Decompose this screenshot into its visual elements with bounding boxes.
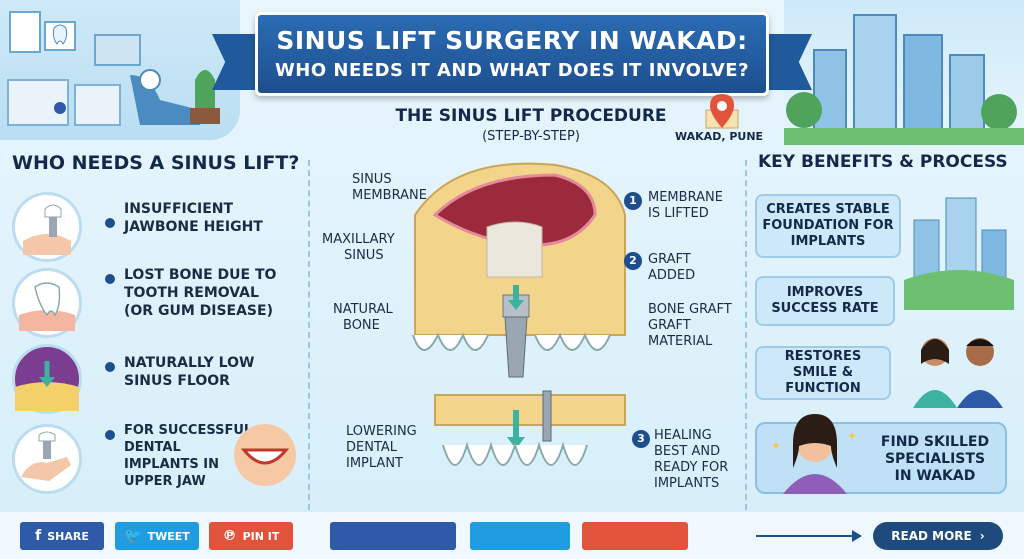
bone-graft-label: BONE GRAFT GRAFT MATERIAL bbox=[648, 302, 732, 349]
need-text: Naturally low sinus floor bbox=[124, 355, 255, 389]
benefit-stable-foundation: Creates stable foundation for implants bbox=[755, 194, 901, 258]
need-text: For successful dental implants in upper … bbox=[124, 423, 253, 489]
step-number-2: 2 bbox=[624, 252, 642, 270]
twitter-bird-icon: 🐦 bbox=[124, 528, 142, 544]
location-label: WAKAD, PUNE bbox=[675, 130, 764, 143]
main-subtitle: WHO NEEDS IT AND WHAT DOES IT INVOLVE? bbox=[274, 60, 750, 81]
find-specialists-card[interactable]: ✦ ✦ Find skilled specialists in Wakad bbox=[755, 414, 1007, 494]
bullet-dot bbox=[105, 218, 115, 228]
low-sinus-floor-icon bbox=[12, 344, 82, 414]
sinus-lift-diagram bbox=[395, 155, 645, 504]
facebook-share-button[interactable]: f SHARE bbox=[20, 522, 104, 550]
procedure-subtitle: (STEP-BY-STEP) bbox=[482, 129, 580, 144]
read-more-button[interactable]: READ MORE › bbox=[873, 522, 1003, 550]
benefit-success-rate: Improves success rate bbox=[755, 276, 895, 326]
step-3-label: HEALING BEST AND READY FOR IMPLANTS bbox=[654, 428, 729, 491]
maxillary-sinus-label: MAXILLARY SINUS bbox=[322, 232, 395, 263]
twitter-share-bar[interactable] bbox=[470, 522, 570, 550]
step-number-1: 1 bbox=[624, 192, 642, 210]
tweet-button-label: TWEET bbox=[147, 529, 190, 543]
column-divider-right bbox=[745, 160, 747, 510]
read-more-label: READ MORE bbox=[891, 529, 972, 543]
bullet-dot bbox=[105, 430, 115, 440]
need-item-low-sinus: Naturally low sinus floor bbox=[12, 340, 302, 418]
need-item-jawbone: Insufficient jawbone height bbox=[12, 188, 302, 266]
step-1-label: MEMBRANE IS LIFTED bbox=[648, 190, 723, 221]
buildings-illustration bbox=[904, 190, 1014, 314]
tweet-button[interactable]: 🐦 TWEET bbox=[115, 522, 199, 550]
lowering-implant-label: LOWERING DENTAL IMPLANT bbox=[346, 424, 417, 471]
share-button-label: SHARE bbox=[47, 529, 89, 543]
arrow-line bbox=[756, 535, 856, 537]
benefit-restores-smile: Restores smile & function bbox=[755, 346, 891, 400]
column-divider-left bbox=[308, 160, 310, 510]
share-footer: f SHARE 🐦 TWEET ℗ PIN IT READ MORE › bbox=[0, 512, 1024, 559]
location-pin-icon bbox=[704, 92, 740, 136]
pin-it-button-label: PIN IT bbox=[242, 529, 280, 543]
facebook-icon: f bbox=[35, 528, 42, 544]
city-buildings-illustration bbox=[784, 0, 1024, 145]
step-2-label: GRAFT ADDED bbox=[648, 252, 696, 283]
procedure-title: THE SINUS LIFT PROCEDURE bbox=[395, 106, 667, 126]
svg-text:✦: ✦ bbox=[847, 429, 857, 443]
pin-it-button[interactable]: ℗ PIN IT bbox=[209, 522, 293, 550]
couple-illustration bbox=[905, 330, 1015, 412]
need-item-implants: For successful dental implants in upper … bbox=[12, 420, 302, 498]
need-item-lost-bone: Lost bone due to tooth removal (or gum d… bbox=[12, 264, 302, 342]
tooth-icon bbox=[12, 268, 82, 338]
svg-text:✦: ✦ bbox=[771, 439, 781, 453]
natural-bone-label: NATURAL BONE bbox=[333, 302, 393, 333]
sinus-membrane-label: SINUS MEMBRANE bbox=[352, 172, 427, 203]
need-text: Insufficient jawbone height bbox=[124, 201, 263, 235]
step-number-3: 3 bbox=[632, 430, 650, 448]
pinterest-icon: ℗ bbox=[222, 528, 237, 544]
who-needs-title: WHO NEEDS A SINUS LIFT? bbox=[12, 152, 300, 174]
bullet-dot bbox=[105, 274, 115, 284]
title-banner: SINUS LIFT SURGERY IN WAKAD: WHO NEEDS I… bbox=[255, 12, 769, 96]
pinterest-share-bar[interactable] bbox=[582, 522, 688, 550]
need-text: Lost bone due to tooth removal (or gum d… bbox=[124, 267, 277, 319]
bullet-dot bbox=[105, 362, 115, 372]
implant-in-jaw-icon bbox=[12, 192, 82, 262]
smiling-woman-illustration: ✦ ✦ bbox=[771, 414, 857, 494]
main-title: SINUS LIFT SURGERY IN WAKAD: bbox=[276, 26, 748, 55]
arrow-right-icon bbox=[852, 530, 862, 542]
chevron-right-icon: › bbox=[979, 529, 985, 543]
benefits-title: KEY BENEFITS & PROCESS bbox=[758, 152, 1008, 172]
dental-clinic-illustration bbox=[0, 0, 240, 140]
smile-icon bbox=[234, 424, 296, 486]
facebook-share-bar[interactable] bbox=[330, 522, 456, 550]
find-specialists-text: Find skilled specialists in Wakad bbox=[880, 434, 990, 484]
hand-holding-implant-icon bbox=[12, 424, 82, 494]
